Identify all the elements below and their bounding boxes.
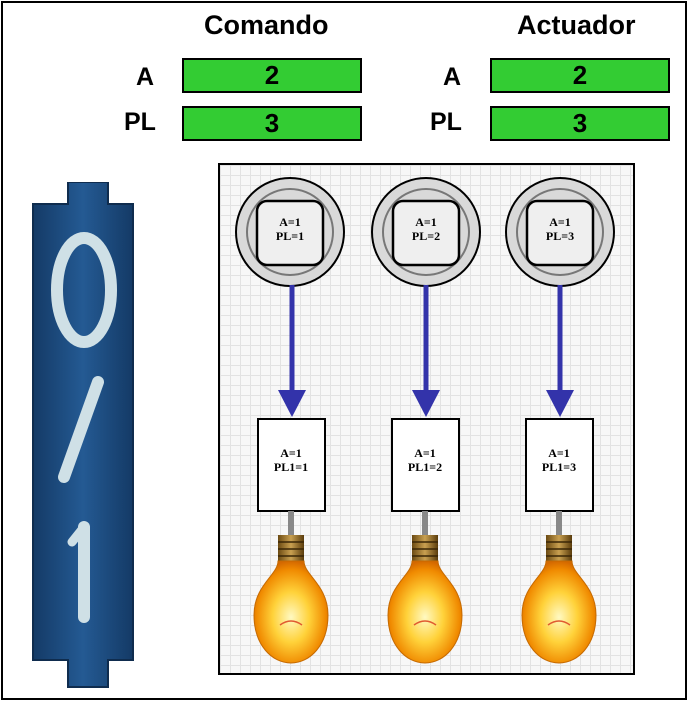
command-a-value: 2 <box>182 58 362 93</box>
switch-3-line2: PL=3 <box>546 229 574 243</box>
switch-3: A=1 PL=3 <box>505 177 615 287</box>
command-a-label: A <box>136 63 155 91</box>
actuator-2: A=1 PL1=2 <box>391 418 460 512</box>
actuator-2-line1: A=1 <box>414 446 436 460</box>
actuator-1-line2: PL1=1 <box>274 460 308 474</box>
switch-2-line2: PL=2 <box>412 229 440 243</box>
actuator-pl-value: 3 <box>490 106 670 141</box>
actuator-a-value: 2 <box>490 58 670 93</box>
switch-1: A=1 PL=1 <box>235 177 345 287</box>
actuator-3-line1: A=1 <box>548 446 570 460</box>
actuator-a-label: A <box>443 63 462 91</box>
actuator-title: Actuador <box>517 10 636 40</box>
switch-2-line1: A=1 <box>415 215 437 229</box>
marker-one-glyph <box>67 521 90 623</box>
switch-3-line1: A=1 <box>549 215 571 229</box>
switch-1-line2: PL=1 <box>276 229 304 243</box>
marker-slash-glyph <box>58 376 104 483</box>
command-pl-label: PL <box>124 108 156 136</box>
switch-1-line1: A=1 <box>279 215 301 229</box>
command-title: Comando <box>204 10 329 40</box>
actuator-3-line2: PL1=3 <box>542 460 576 474</box>
marker-zero-glyph <box>51 232 117 348</box>
arrow-3 <box>546 285 574 417</box>
actuator-pl-label: PL <box>430 108 462 136</box>
command-pl-value: 3 <box>182 106 362 141</box>
bulb-3-icon <box>521 535 597 664</box>
actuator-2-line2: PL1=2 <box>408 460 442 474</box>
actuator-1-line1: A=1 <box>280 446 302 460</box>
bulb-2-icon <box>387 535 463 664</box>
arrow-1 <box>278 285 306 417</box>
wire-marker-0-1 <box>32 182 134 688</box>
switch-2: A=1 PL=2 <box>371 177 481 287</box>
actuator-3: A=1 PL1=3 <box>525 418 594 512</box>
bulb-1-icon <box>253 535 329 664</box>
actuator-1: A=1 PL1=1 <box>257 418 326 512</box>
arrow-2 <box>412 285 440 417</box>
diagram-panel: A=1 PL=1 A=1 PL1=1 A=1 PL=2 <box>218 163 635 675</box>
